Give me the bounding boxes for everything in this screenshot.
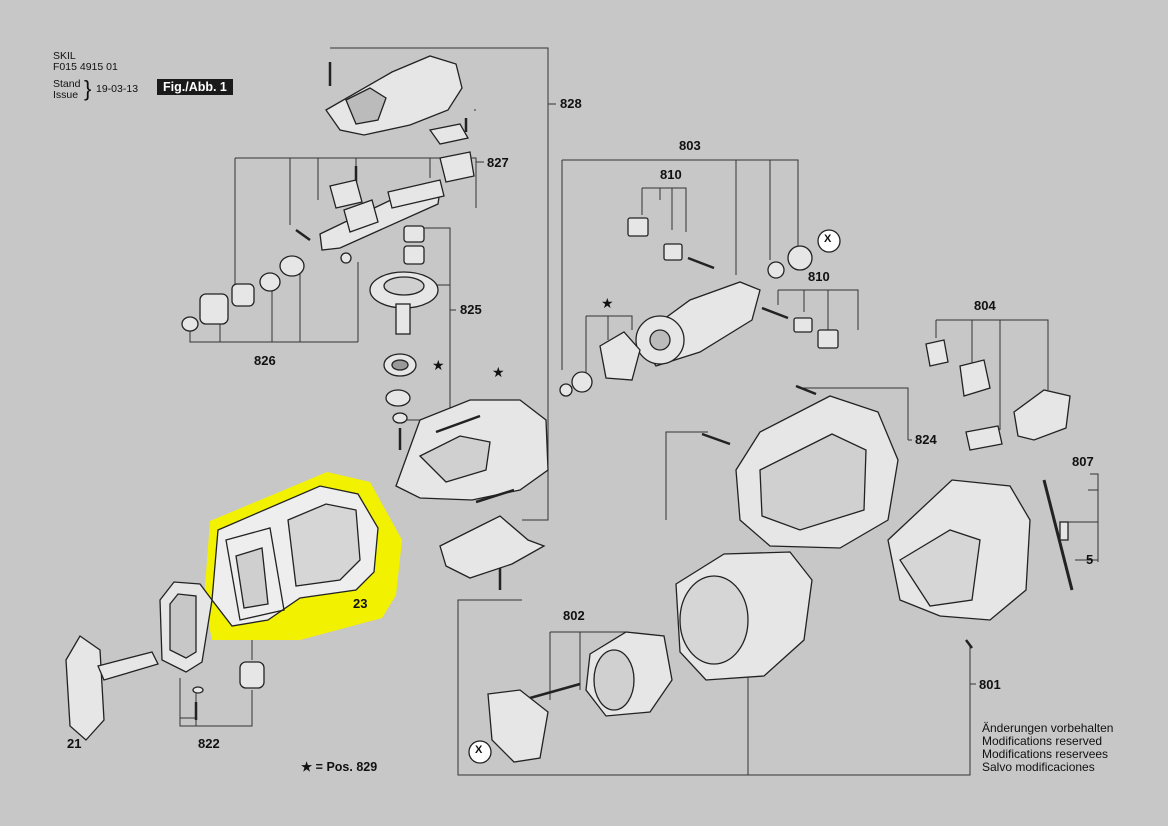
callout-804[interactable]: 804 (974, 298, 996, 313)
callout-23[interactable]: 23 (353, 596, 368, 611)
part-shoe (439, 515, 546, 579)
callout-825[interactable]: 825 (460, 302, 482, 317)
callout-802[interactable]: 802 (563, 608, 585, 623)
callout-803[interactable]: 803 (679, 138, 701, 153)
note-de: Änderungen vorbehalten (982, 721, 1114, 735)
part-top-cover (325, 55, 463, 136)
callout-21[interactable]: 21 (67, 736, 82, 751)
part-827-bracket (428, 123, 470, 145)
issue-date: 19-03-13 (96, 83, 139, 95)
star-marker-bearing: ★ (432, 357, 445, 373)
callout-x-top[interactable]: X (824, 233, 832, 245)
star-marker-housing: ★ (492, 364, 505, 380)
callout-822[interactable]: 822 (198, 736, 220, 751)
note-fr: Modifications reservees (982, 747, 1109, 761)
callout-810-right[interactable]: 810 (808, 269, 830, 284)
brand-label: SKIL (53, 50, 76, 62)
issue-label: Issue (53, 89, 79, 101)
callout-826[interactable]: 826 (254, 353, 276, 368)
part-21-guard (65, 635, 105, 741)
callout-807[interactable]: 807 (1072, 454, 1094, 469)
callout-827[interactable]: 827 (487, 155, 509, 170)
callout-824[interactable]: 824 (915, 432, 937, 447)
callout-828[interactable]: 828 (560, 96, 582, 111)
note-en: Modifications reserved (982, 734, 1103, 748)
parts (65, 55, 1074, 763)
star-marker-armature: ★ (601, 295, 614, 311)
leader-lines (179, 47, 1099, 776)
stand-label: Stand (53, 78, 81, 90)
figure-tag: Fig./Abb. 1 (157, 79, 233, 95)
brace-glyph: } (84, 76, 92, 101)
note-es: Salvo modificaciones (982, 760, 1095, 774)
callout-5[interactable]: 5 (1086, 552, 1094, 567)
part-804-switch (925, 339, 949, 367)
star-legend: ★ = Pos. 829 (301, 760, 378, 774)
callout-801[interactable]: 801 (979, 677, 1001, 692)
callout-810-top[interactable]: 810 (660, 167, 682, 182)
circles (468, 229, 841, 764)
callout-x-bottom[interactable]: X (475, 744, 483, 756)
part-trigger (1013, 389, 1071, 441)
part-number: F015 4915 01 (53, 61, 118, 73)
